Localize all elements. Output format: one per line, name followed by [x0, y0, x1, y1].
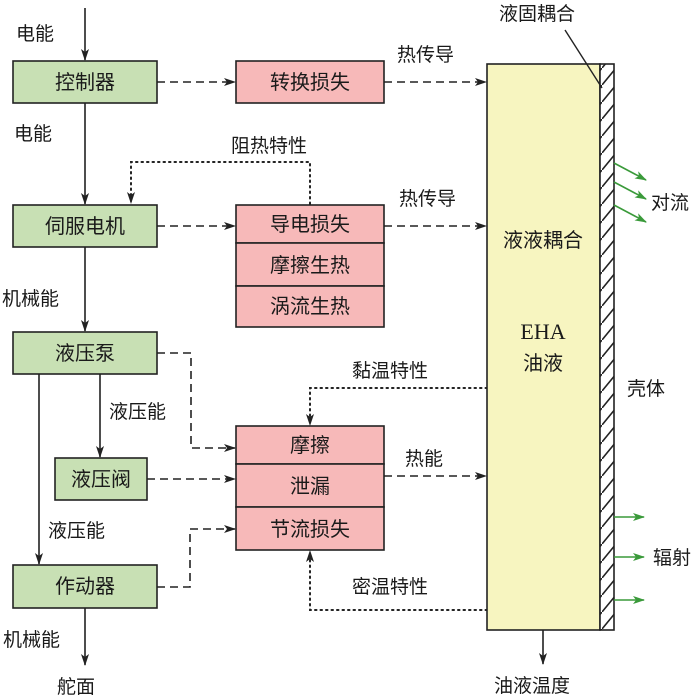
- density-temperature-label: 密温特性: [352, 576, 428, 598]
- servo-motor-box[interactable]: 伺服电机: [12, 204, 158, 248]
- mechanical-energy-label: 机械能: [3, 629, 60, 651]
- energy-flow-lines: [35, 8, 547, 666]
- liquid-liquid-coupling-label: 液液耦合: [503, 228, 583, 252]
- dotted-thermal-resistance: [127, 161, 311, 205]
- convection-label: 对流: [651, 192, 689, 214]
- oil-volume[interactable]: 液液耦合 EHA 油液: [486, 63, 601, 631]
- friction-label: 摩擦: [290, 433, 330, 457]
- hydraulic-loss-group: 摩擦 泄漏 节流损失: [235, 425, 385, 551]
- electric-energy-label: 电能: [16, 23, 54, 45]
- hydraulic-valve-label: 液压阀: [71, 467, 131, 491]
- dotted-viscosity-temperature: [306, 387, 488, 426]
- thermal-resistance-label: 阻热特性: [231, 135, 307, 157]
- flow-labels: 电能 电能 机械能 液压能 液压能 机械能 舵面 热传导 热传导 阻热特性 黏温…: [2, 3, 691, 698]
- mechanical-energy-label: 机械能: [2, 288, 59, 310]
- liquid-solid-coupling-label: 液固耦合: [499, 3, 575, 25]
- feedback-lines: [127, 161, 488, 611]
- dash-pump-to-friction: [157, 352, 236, 452]
- hydraulic-pump-label: 液压泵: [55, 341, 115, 365]
- liquid-solid-coupling-leader: [564, 29, 603, 89]
- controller-label: 控制器: [55, 70, 115, 94]
- hydraulic-energy-label: 液压能: [48, 520, 105, 542]
- conduction-loss-label: 导电损失: [270, 212, 350, 236]
- dotted-density-temperature: [306, 550, 488, 611]
- eha-label: EHA: [520, 319, 565, 344]
- hydraulic-loss-row[interactable]: [235, 506, 385, 551]
- heat-dissipation-arrows: [613, 162, 647, 604]
- motor-loss-row[interactable]: [235, 204, 385, 244]
- dash-actuator-to-throttle: [157, 525, 236, 588]
- electric-energy-label: 电能: [14, 123, 52, 145]
- hydraulic-energy-label: 液压能: [109, 401, 166, 423]
- hydraulic-pump-box[interactable]: 液压泵: [12, 331, 158, 375]
- motor-loss-group: 导电损失 摩擦生热 涡流生热: [235, 204, 385, 328]
- motor-loss-row[interactable]: [235, 242, 385, 287]
- convection-arrow: [613, 204, 647, 223]
- heat-conduction-label: 热传导: [399, 188, 456, 210]
- loss-boxes: 转换损失 导电损失 摩擦生热 涡流生热 摩擦 泄漏 节流损失: [235, 60, 385, 551]
- convection-arrow: [613, 181, 647, 200]
- leakage-label: 泄漏: [290, 474, 330, 498]
- oil-label: 油液: [523, 351, 563, 375]
- controller-box[interactable]: 控制器: [12, 60, 158, 104]
- hydraulic-loss-row[interactable]: [235, 463, 385, 508]
- component-boxes: 控制器 伺服电机 液压泵 液压阀 作动器: [12, 60, 158, 609]
- convection-arrow: [613, 162, 647, 181]
- actuator-box[interactable]: 作动器: [12, 564, 158, 609]
- hydraulic-valve-box[interactable]: 液压阀: [54, 457, 148, 501]
- throttle-loss-label: 节流损失: [270, 517, 350, 541]
- heat-conduction-label: 热传导: [397, 44, 454, 66]
- actuator-label: 作动器: [55, 574, 115, 598]
- friction-heat-label: 摩擦生热: [270, 253, 350, 277]
- radiation-label: 辐射: [653, 547, 691, 569]
- heat-energy-label: 热能: [405, 448, 443, 470]
- housing-wall: [599, 63, 615, 631]
- conversion-loss-box[interactable]: 转换损失: [235, 60, 385, 104]
- housing-label: 壳体: [627, 378, 665, 400]
- motor-loss-row[interactable]: [235, 285, 385, 328]
- oil-temperature-label: 油液温度: [494, 675, 570, 697]
- eddy-heat-label: 涡流生热: [270, 294, 350, 318]
- rudder-surface-label: 舵面: [57, 676, 95, 698]
- viscosity-temperature-label: 黏温特性: [352, 360, 428, 382]
- servo-motor-label: 伺服电机: [45, 214, 125, 238]
- conversion-loss-label: 转换损失: [270, 70, 350, 94]
- heat-flow-lines: [147, 78, 487, 588]
- hydraulic-loss-row[interactable]: [235, 425, 385, 465]
